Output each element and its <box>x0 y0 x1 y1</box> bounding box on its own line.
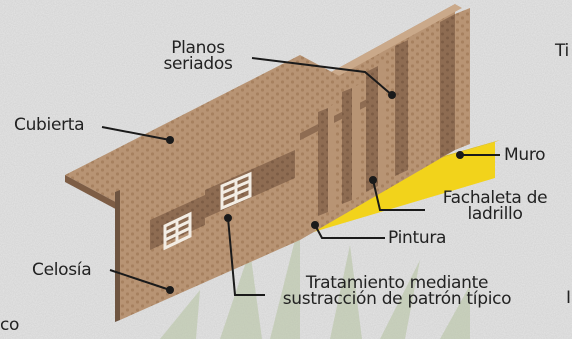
leader-cubierta <box>101 126 171 141</box>
edge-text-left: co <box>0 315 20 335</box>
leader-dot <box>369 176 377 184</box>
label-muro: Muro <box>504 145 546 165</box>
pattern-zone-right <box>205 150 295 218</box>
plane <box>318 108 328 216</box>
leader-dot <box>166 136 174 144</box>
plane <box>352 84 360 200</box>
leader-dot <box>456 151 464 159</box>
lattice-opening <box>163 211 192 251</box>
seriated-planes <box>318 8 470 216</box>
leader-fachaleta <box>372 179 425 211</box>
leader-dot <box>166 286 174 294</box>
paint-band <box>300 142 495 236</box>
leader-tratamiento <box>227 217 265 296</box>
leader-dot <box>388 91 396 99</box>
plane <box>328 104 334 212</box>
label-celosia: Celosía <box>32 260 92 280</box>
label-planos-line-1: Planos <box>171 38 225 58</box>
lattice-opening <box>220 171 252 211</box>
leader-dot <box>224 214 232 222</box>
leader-pintura <box>314 224 385 239</box>
plane <box>455 8 470 150</box>
label-cubierta: Cubierta <box>14 115 85 135</box>
label-planos-seriados: Planos seriados <box>148 38 248 74</box>
label-tratamiento-line-2: sustracción de patrón típico <box>282 289 512 309</box>
leader-planos <box>251 57 393 96</box>
label-fachaleta-line-1: Fachaleta de <box>442 188 548 208</box>
pattern-zone-left <box>150 195 205 251</box>
celosia-wall-side <box>115 190 120 322</box>
roof-slab-top <box>65 55 375 215</box>
plane <box>440 14 455 158</box>
leader-dot <box>311 221 319 229</box>
plane <box>395 40 408 176</box>
edge-text-right: Ti <box>555 41 569 61</box>
plane <box>408 30 432 170</box>
label-fachaleta: Fachaleta de ladrillo <box>424 188 566 224</box>
label-tratamiento: Tratamiento mediante sustracción de patr… <box>262 273 532 309</box>
label-pintura: Pintura <box>388 228 447 248</box>
plane <box>342 88 352 204</box>
leader-lines <box>101 57 500 296</box>
edge-text-right-bottom: I <box>566 288 571 308</box>
leader-celosia <box>109 269 171 291</box>
label-planos-line-2: seriados <box>163 54 233 74</box>
label-tratamiento-line-1: Tratamiento mediante <box>305 273 489 293</box>
plane <box>366 66 378 192</box>
plane <box>378 62 386 186</box>
label-fachaleta-line-2: ladrillo <box>467 204 523 224</box>
